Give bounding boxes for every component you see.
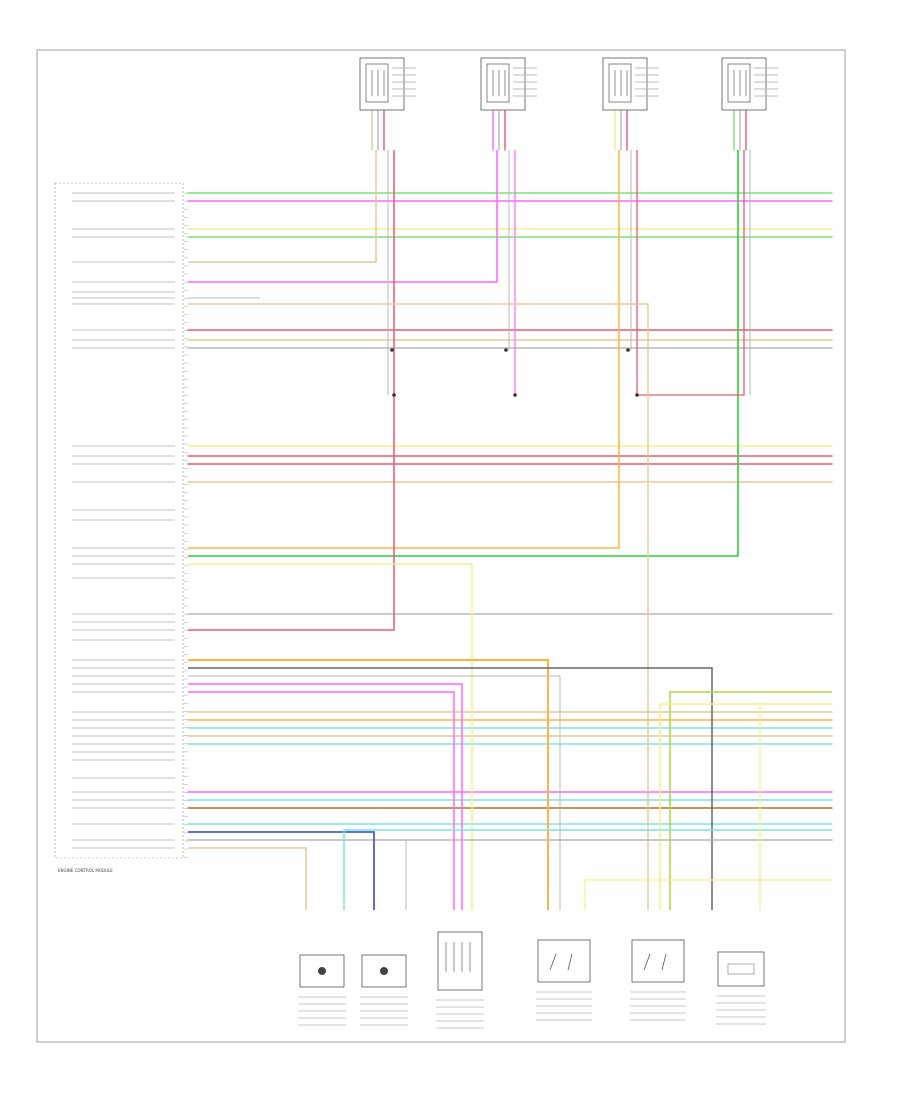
o2-heater-wire <box>636 150 745 396</box>
wire-group <box>187 109 833 911</box>
sensor-wire <box>188 691 455 910</box>
sensor-wire <box>188 667 713 910</box>
sensor-symbol-icon <box>549 953 573 971</box>
knock-wire <box>405 839 832 910</box>
o2-sensor-connector <box>608 63 632 103</box>
o2-heater-wire <box>188 150 395 631</box>
component-knock-2 <box>360 954 408 1026</box>
sensor-symbol-icon <box>643 953 667 971</box>
label-group: ENGINE CONTROL MODULE <box>58 192 188 873</box>
splice-dot <box>390 348 394 352</box>
o2-signal-wire <box>188 150 739 557</box>
ground-wire <box>188 303 649 910</box>
sensor-wire <box>659 703 832 910</box>
o2-sensor-o2-b2s1 <box>602 57 659 111</box>
sensor-wire <box>584 879 832 910</box>
component-group <box>298 57 778 1029</box>
component-knock-1 <box>298 954 346 1026</box>
o2-sensor-connector <box>727 63 751 103</box>
knock-wire <box>188 831 375 910</box>
sensor-wire <box>188 563 473 910</box>
o2-sensor-o2-b1s2 <box>480 57 537 111</box>
o2-sensor-o2-b2s2 <box>721 57 778 111</box>
component-body <box>717 951 765 987</box>
component-body <box>631 939 685 983</box>
component-map <box>536 939 592 1021</box>
splice-dot <box>513 393 517 397</box>
o2-signal-wire <box>188 150 377 263</box>
splice-dot <box>392 393 396 397</box>
diagram-frame <box>36 49 846 1043</box>
o2-signal-wire <box>188 150 620 549</box>
o2-sensor-connector <box>486 63 510 103</box>
sensor-wire <box>188 675 561 910</box>
component-body <box>437 931 483 991</box>
ecm-label: ENGINE CONTROL MODULE <box>58 868 113 873</box>
component-body <box>537 939 591 983</box>
o2-sensor-connector <box>365 63 389 103</box>
splice-dot <box>504 348 508 352</box>
splice-dot <box>635 393 639 397</box>
o2-sensor-o2-b1s1 <box>359 57 416 111</box>
ecm-box <box>54 182 184 859</box>
knock-sensor-icon <box>318 967 326 975</box>
knock-wire <box>188 847 307 910</box>
splice-dot <box>626 348 630 352</box>
component-ckp <box>436 931 484 1029</box>
iat-symbol-icon <box>727 963 755 975</box>
o2-signal-wire <box>188 150 498 283</box>
sensor-wire <box>188 659 549 910</box>
component-iat <box>716 951 766 1025</box>
component-ect <box>630 939 686 1021</box>
sensor-wire <box>188 683 463 910</box>
knock-wire <box>343 829 832 910</box>
knock-sensor-icon <box>380 967 388 975</box>
sensor-wire <box>669 691 832 910</box>
